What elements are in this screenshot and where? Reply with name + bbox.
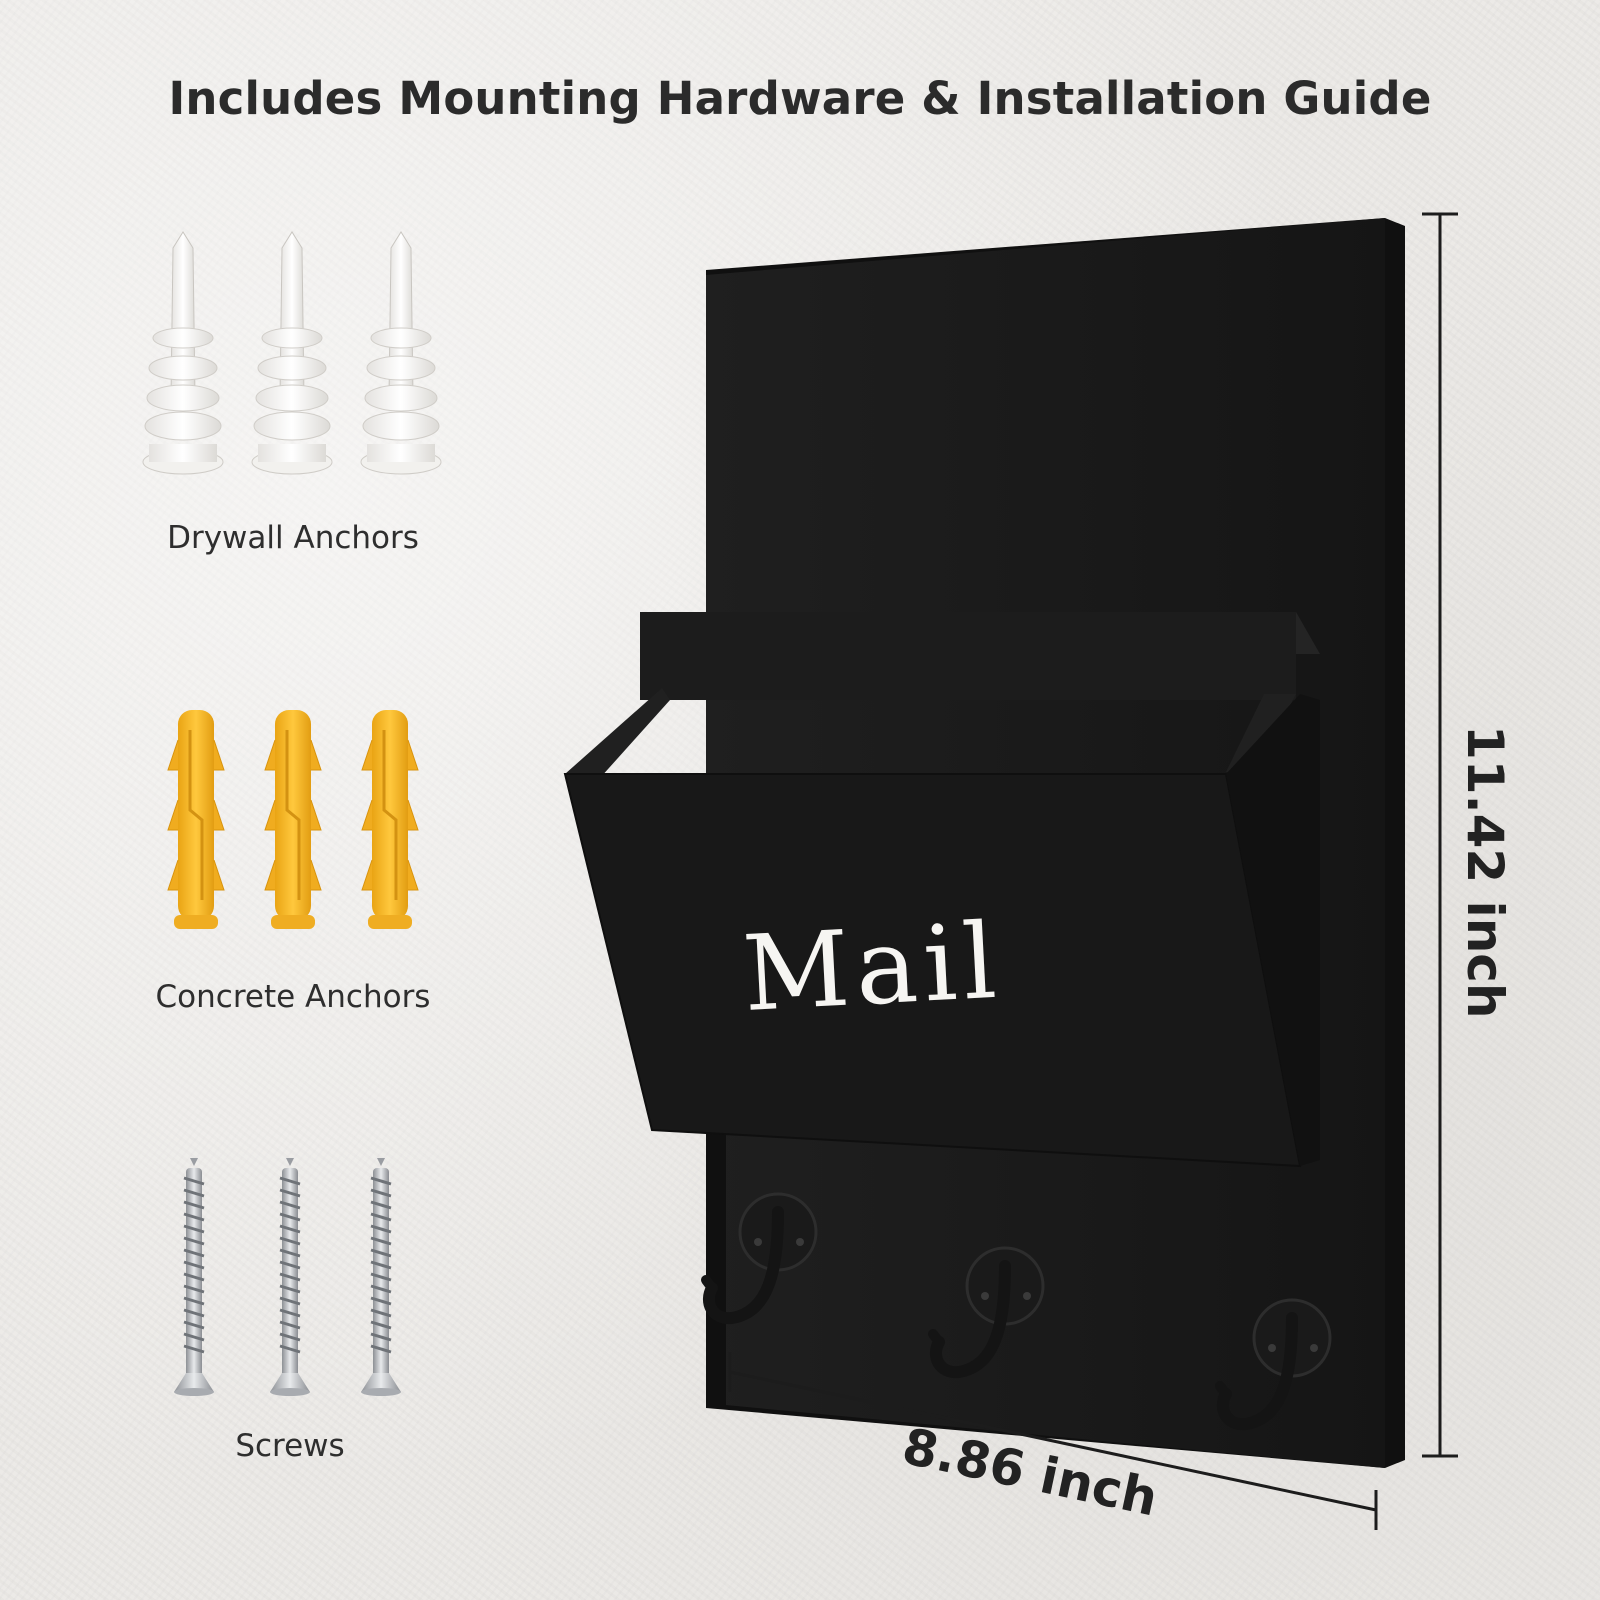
drywall-anchors — [142, 231, 442, 475]
drywall-anchors-label: Drywall Anchors — [167, 520, 419, 556]
concrete-anchor — [263, 708, 323, 931]
concrete-anchor — [360, 708, 420, 931]
height-label: 11.42 inch — [1456, 725, 1514, 1019]
drywall-anchor — [251, 231, 333, 475]
height-dimension — [1422, 212, 1458, 1458]
screws-label: Screws — [235, 1428, 345, 1464]
screws-group — [172, 1156, 403, 1398]
page-headline: Includes Mounting Hardware & Installatio… — [168, 72, 1432, 125]
mail-organizer — [563, 218, 1405, 1468]
concrete-anchors-label: Concrete Anchors — [155, 979, 431, 1015]
width-dimension — [728, 1352, 1378, 1530]
screw — [172, 1156, 216, 1398]
screw — [359, 1156, 403, 1398]
drywall-anchor — [360, 231, 442, 475]
pocket-left-wall — [565, 688, 670, 778]
concrete-anchors — [166, 708, 420, 931]
drywall-anchor — [142, 231, 224, 475]
concrete-anchor — [166, 708, 226, 931]
screw — [268, 1156, 312, 1398]
mail-front-text: Mail — [740, 900, 1005, 1035]
